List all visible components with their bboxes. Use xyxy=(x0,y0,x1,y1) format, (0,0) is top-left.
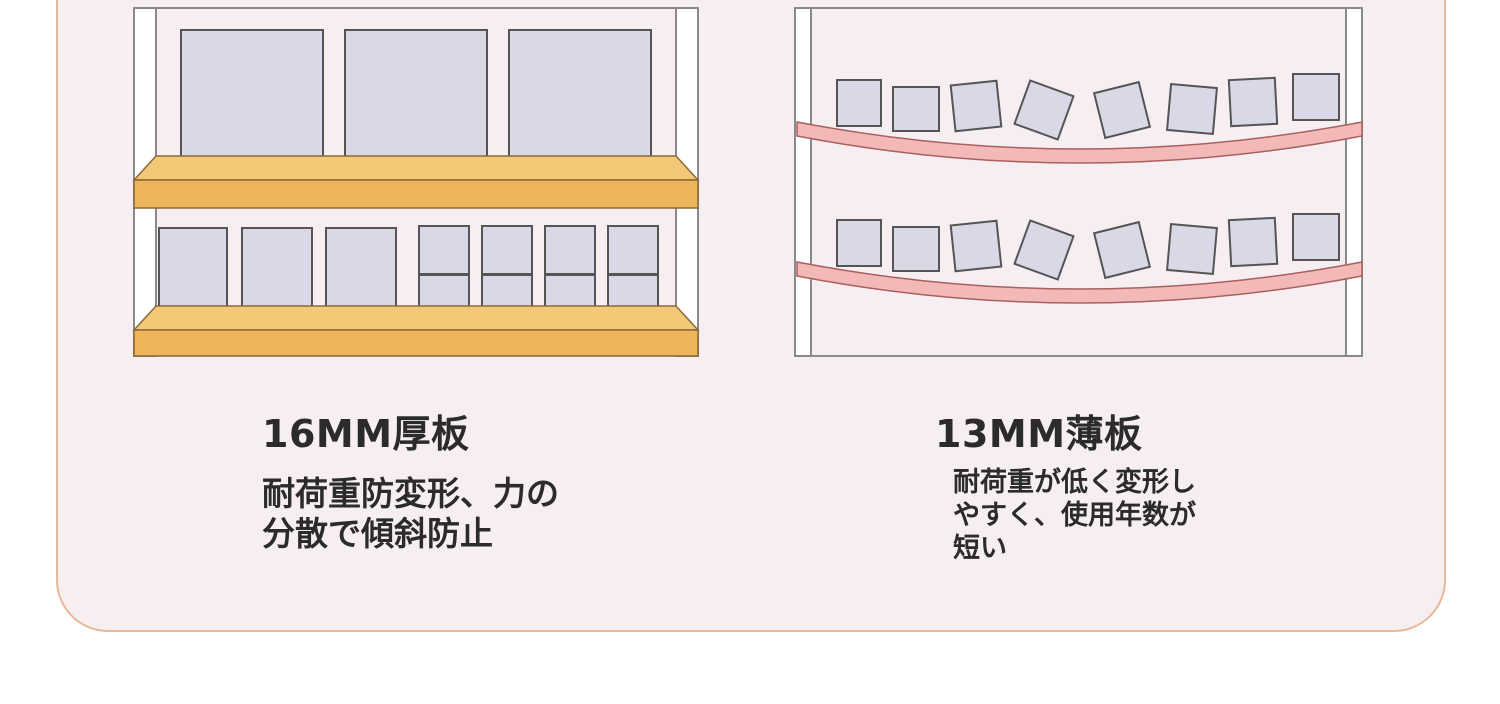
thin-shelf-post-right xyxy=(1345,7,1363,357)
box xyxy=(1092,80,1152,140)
thick-board-upper xyxy=(133,179,699,209)
box xyxy=(607,225,659,275)
box xyxy=(1227,76,1279,128)
box xyxy=(508,29,652,171)
thin-board-lower xyxy=(796,261,1363,304)
box xyxy=(481,225,533,275)
thick-board-description: 耐荷重防変形、力の分散で傾斜防止 xyxy=(262,474,559,553)
thick-board-title: 16MM厚板 xyxy=(262,412,470,456)
box xyxy=(1165,222,1219,276)
box xyxy=(1165,82,1219,136)
thin-shelf-unit xyxy=(794,7,1363,357)
box xyxy=(1227,216,1279,268)
thin-board-description: 耐荷重が低く変形しやすく、使用年数が短い xyxy=(953,467,1196,564)
box xyxy=(344,29,488,171)
box xyxy=(418,225,470,275)
box xyxy=(1013,219,1075,281)
box xyxy=(949,79,1003,133)
thin-board-upper xyxy=(796,121,1363,164)
thick-board-upper-top xyxy=(132,155,700,181)
box xyxy=(836,219,882,267)
thick-board-lower xyxy=(133,329,699,357)
box xyxy=(892,226,940,272)
box xyxy=(1292,73,1340,121)
thin-shelf-post-left xyxy=(794,7,812,357)
box xyxy=(836,79,882,127)
box xyxy=(1013,79,1075,141)
thin-board-title: 13MM薄板 xyxy=(935,412,1143,456)
box xyxy=(1092,220,1152,280)
box xyxy=(180,29,324,171)
thick-shelf-unit xyxy=(132,7,700,357)
thick-board-lower-top xyxy=(132,305,700,331)
box xyxy=(1292,213,1340,261)
thick-board-caption: 16MM厚板 耐荷重防変形、力の分散で傾斜防止 xyxy=(262,412,582,554)
box xyxy=(892,86,940,132)
box xyxy=(544,225,596,275)
box xyxy=(949,219,1003,273)
thin-board-caption: 13MM薄板 耐荷重が低く変形しやすく、使用年数が短い xyxy=(935,412,1213,565)
